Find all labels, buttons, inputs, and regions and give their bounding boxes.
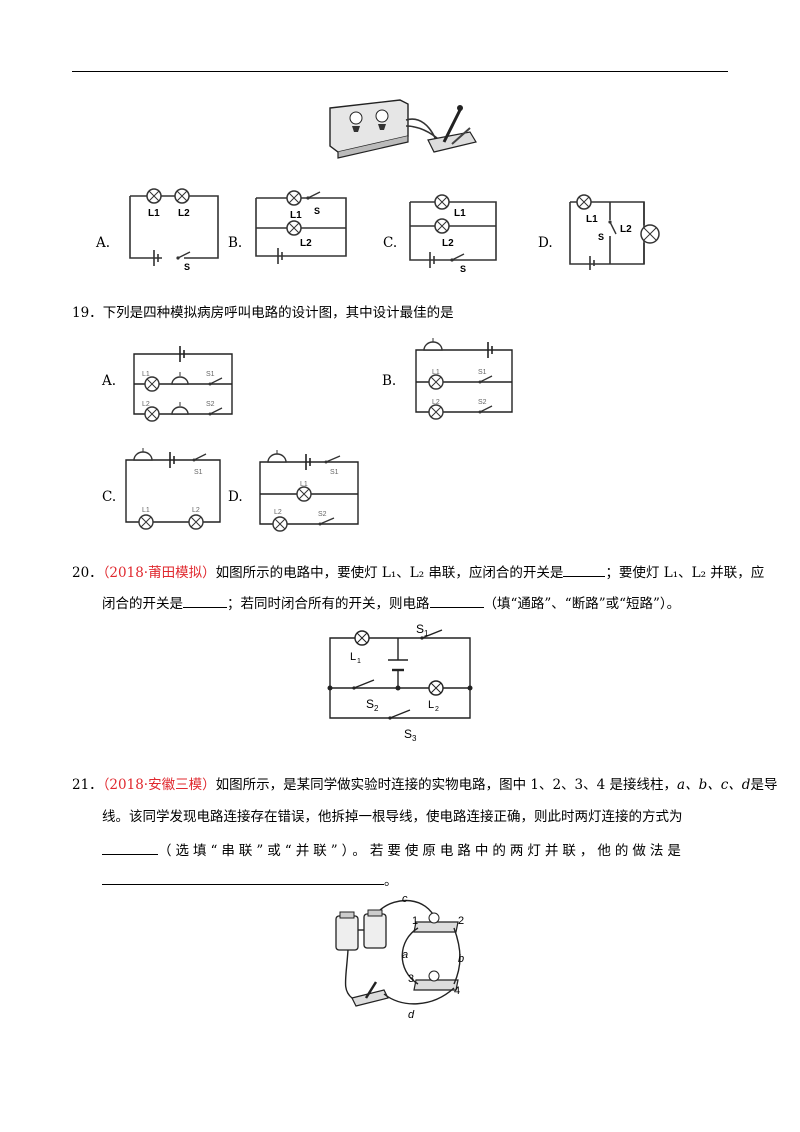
q19-circuit-c: L1 L2 S1: [125, 448, 221, 530]
q19b-s1: S1: [478, 369, 487, 376]
q21-line2: 线。该同学发现电路连接存在错误，他拆掉一根导线，使电路连接正确，则此时两灯连接的…: [102, 809, 683, 825]
q19-text: 下列是四种模拟病房呼叫电路的设计图，其中设计最佳的是: [102, 305, 454, 321]
q20-answer-blank-2[interactable]: [183, 593, 227, 608]
q20-l1-sub: 1: [357, 658, 361, 665]
q21-text-3: （选填“串联”或“并联”）。若要使原电路中的两灯并联，他的做法是: [158, 843, 685, 859]
q20-line1: 20．（2018·莆田模拟）如图所示的电路中，要使灯 L₁、L₂ 串联，应闭合的…: [72, 562, 764, 582]
q19a-s2: S2: [206, 401, 215, 408]
q20-text-2b: ；若同时闭合所有的开关，则电路: [227, 596, 430, 612]
q21-line3: （选填“串联”或“并联”）。若要使原电路中的两灯并联，他的做法是: [102, 840, 685, 860]
q18d-l1: L1: [586, 214, 598, 225]
q19b-l1: L1: [432, 369, 440, 376]
q21-line4: 。: [102, 870, 398, 890]
q20-source: （2018·莆田模拟）: [102, 565, 216, 581]
q19c-l1: L1: [142, 507, 150, 514]
q21-wire-a: a: [402, 949, 408, 961]
q18-circuit-c: L1 L2 S: [409, 194, 497, 274]
q20-circuit: L 1 S 1 S 2 L 2 S 3: [327, 622, 473, 743]
q19d-s1: S1: [330, 469, 339, 476]
q19-circuit-a: L1 L2 S1 S2: [133, 346, 233, 422]
q21-answer-blank-2[interactable]: [102, 870, 384, 885]
q21-wire-c: c: [402, 893, 408, 905]
q18c-l1: L1: [454, 208, 466, 219]
q19-option-c-label[interactable]: C.: [102, 489, 117, 505]
q19-question: 19．下列是四种模拟病房呼叫电路的设计图，其中设计最佳的是: [72, 304, 454, 322]
q18a-s: S: [184, 262, 190, 272]
q19c-s1: S1: [194, 469, 203, 476]
q18d-l2: L2: [620, 224, 632, 235]
q18-option-a-label[interactable]: A.: [96, 235, 111, 251]
q20-s2-label: S: [366, 697, 374, 711]
q21-answer-blank-1[interactable]: [102, 840, 158, 855]
q19c-l2: L2: [192, 507, 200, 514]
q18-circuit-d: L1 S L2: [569, 194, 660, 270]
q19-option-d-label[interactable]: D.: [228, 489, 243, 505]
header-rule: [72, 71, 728, 72]
q20-l2-sub: 2: [435, 706, 439, 713]
q20-l2-label: L: [428, 699, 434, 711]
q19-number: 19．: [72, 305, 103, 321]
q21-wire-vars: a、b、c、d: [677, 777, 751, 793]
q18b-l1: L1: [290, 210, 302, 221]
q19b-l2: L2: [432, 399, 440, 406]
q19a-l2: L2: [142, 401, 150, 408]
q20-number: 20．: [72, 565, 103, 581]
q21-wire-b: b: [458, 953, 464, 965]
apparatus-photo: [329, 99, 477, 159]
q18-option-d-label[interactable]: D.: [538, 235, 553, 251]
q18c-l2: L2: [442, 238, 454, 249]
q20-text-2a: 闭合的开关是: [102, 596, 183, 612]
q20-text-1: 如图所示的电路中，要使灯 L₁、L₂ 串联，应闭合的开关是: [215, 565, 564, 581]
q19d-l2: L2: [274, 509, 282, 516]
q21-terminal-3: 3: [408, 973, 414, 985]
q21-terminal-1: 1: [412, 915, 418, 927]
q20-s3-sub: 3: [412, 734, 417, 743]
q21-text-1: 如图所示，是某同学做实验时连接的实物电路，图中 1、2、3、4 是接线柱，: [215, 777, 678, 793]
q21-terminal-4: 4: [454, 985, 460, 997]
q18c-s: S: [460, 264, 466, 274]
q20-text-1b: ；要使灯 L₁、L₂ 并联，应: [605, 565, 765, 581]
q20-l1-label: L: [350, 651, 356, 663]
q18-circuit-b: L1 S L2: [255, 190, 347, 264]
q19a-s1: S1: [206, 371, 215, 378]
q21-number: 21．: [72, 777, 103, 793]
q20-s1-label: S: [416, 622, 424, 636]
q21-apparatus: 1 2 3 4 a b c d: [335, 893, 464, 1021]
q18-option-b-label[interactable]: B.: [228, 235, 243, 251]
q18d-s: S: [598, 232, 604, 242]
q19-circuit-b: L1 L2 S1 S2: [415, 338, 513, 420]
q21-wire-d: d: [408, 1009, 415, 1021]
q18a-l1: L1: [148, 208, 160, 219]
q20-answer-blank-3[interactable]: [429, 593, 484, 608]
q21-text-1b: 是导: [750, 777, 778, 793]
q18b-s: S: [314, 206, 320, 216]
q20-text-2c: （填“通路”、“断路”或“短路”）。: [483, 596, 681, 612]
q18a-l2: L2: [178, 208, 190, 219]
q19-option-a-label[interactable]: A.: [102, 373, 117, 389]
q18-option-c-label[interactable]: C.: [383, 235, 398, 251]
q18b-l2: L2: [300, 238, 312, 249]
q20-s3-label: S: [404, 727, 412, 741]
q19-circuit-d: L1 L2 S1 S2: [259, 450, 359, 532]
q21-terminal-2: 2: [458, 915, 464, 927]
q19a-l1: L1: [142, 371, 150, 378]
q21-line1: 21．（2018·安徽三模）如图所示，是某同学做实验时连接的实物电路，图中 1、…: [72, 776, 777, 794]
q19-option-b-label[interactable]: B.: [382, 373, 397, 389]
q20-s2-sub: 2: [374, 704, 379, 713]
q20-s1-sub: 1: [424, 629, 429, 638]
q21-source: （2018·安徽三模）: [102, 777, 216, 793]
q21-text-4: 。: [384, 873, 398, 889]
q20-line2: 闭合的开关是 ；若同时闭合所有的开关，则电路 （填“通路”、“断路”或“短路”）。: [102, 593, 680, 613]
q20-answer-blank-1[interactable]: [563, 562, 606, 577]
q19d-s2: S2: [318, 511, 327, 518]
q18-circuit-a: L1 L2 S: [129, 188, 219, 272]
q19d-l1: L1: [300, 481, 308, 488]
q19b-s2: S2: [478, 399, 487, 406]
